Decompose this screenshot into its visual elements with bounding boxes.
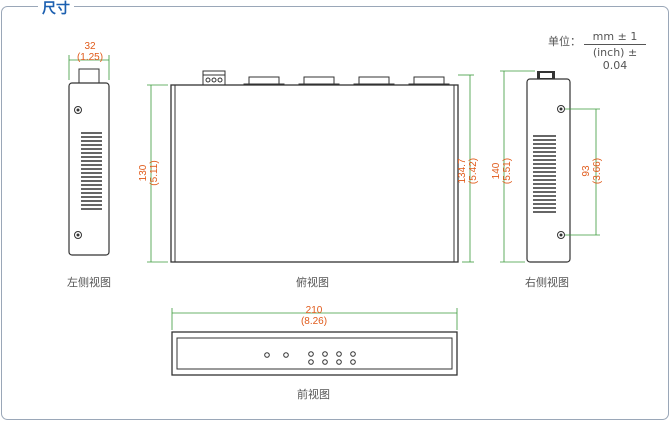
front-width-dim: 210 (8.26) xyxy=(292,305,336,327)
top-view xyxy=(147,70,474,263)
left-width-dim: 32 (1.25) xyxy=(72,41,108,63)
top-height2-dim: 134.7 (5.42) xyxy=(457,149,479,193)
right-side-view xyxy=(500,70,600,263)
units-prefix: 单位： xyxy=(548,35,581,48)
top-height2-mm: 134.7 xyxy=(457,158,468,184)
left-side-view xyxy=(68,55,110,256)
section-title: 尺寸 xyxy=(38,0,74,18)
right-hole-in: (3.66) xyxy=(592,157,603,185)
units-note: 单位： mm ± 1 (inch) ± 0.04 xyxy=(548,30,646,72)
units-fraction: mm ± 1 (inch) ± 0.04 xyxy=(584,30,646,72)
right-height-dim: 140 (5.51) xyxy=(491,151,513,191)
units-denominator: (inch) ± 0.04 xyxy=(592,46,638,72)
left-width-in: (1.25) xyxy=(76,52,104,63)
right-hole-mm: 93 xyxy=(581,165,592,177)
front-view-caption: 前视图 xyxy=(297,388,330,401)
units-numerator: mm ± 1 xyxy=(584,30,646,45)
top-height-mm: 130 xyxy=(138,164,149,182)
left-width-mm: 32 xyxy=(84,41,96,52)
front-width-in: (8.26) xyxy=(300,316,328,327)
left-side-caption: 左侧视图 xyxy=(67,276,111,289)
front-view xyxy=(171,308,458,376)
top-view-caption: 俯视图 xyxy=(296,276,329,289)
right-side-caption: 右侧视图 xyxy=(525,276,569,289)
top-height2-in: (5.42) xyxy=(468,157,479,185)
right-height-in: (5.51) xyxy=(502,157,513,185)
right-height-mm: 140 xyxy=(491,162,502,180)
top-height-dim: 130 (5.11) xyxy=(138,153,160,193)
top-height-in: (5.11) xyxy=(149,160,160,186)
front-width-mm: 210 xyxy=(305,305,323,316)
right-hole-dim: 93 (3.66) xyxy=(581,151,603,191)
